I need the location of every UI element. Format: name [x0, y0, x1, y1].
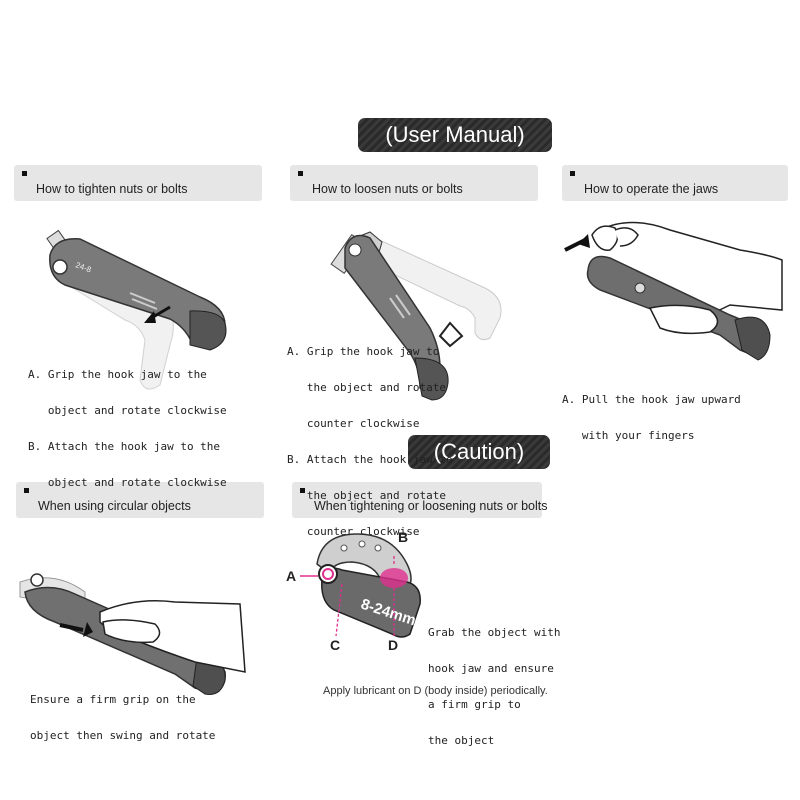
caption-line: object then swing and rotate — [30, 729, 216, 742]
panel-title-tighten: How to tighten nuts or bolts — [36, 182, 188, 196]
caption-line: hook jaw and ensure — [428, 662, 554, 675]
lubricant-note: Apply lubricant on D (body inside) perio… — [323, 685, 548, 697]
caution-banner: (Caution) — [408, 435, 550, 469]
panel-header-operate: How to operate the jaws — [562, 165, 788, 201]
panel-title-loosen: How to loosen nuts or bolts — [312, 182, 463, 196]
loosen-caption: A. Grip the hook jaw to the object and r… — [287, 322, 453, 550]
bullet-icon — [22, 171, 27, 176]
panel-title-nuts-bolts: When tightening or loosening nuts or bol… — [314, 499, 548, 513]
operate-jaws-illustration — [564, 221, 783, 361]
caption-line: object and rotate clockwise — [28, 476, 227, 489]
caption-line: Ensure a firm grip on the — [30, 693, 196, 706]
circular-objects-illustration — [19, 573, 246, 695]
caption-line: A. Grip the hook jaw to the — [28, 368, 207, 381]
label-c: C — [330, 637, 340, 653]
bullet-icon — [298, 171, 303, 176]
panel-header-tighten: How to tighten nuts or bolts — [14, 165, 262, 201]
caption-line: counter clockwise — [287, 525, 420, 538]
circular-caption: Ensure a firm grip on the object then sw… — [30, 670, 215, 754]
panel-header-nuts-bolts: When tightening or loosening nuts or bol… — [292, 482, 547, 518]
tighten-caption: A. Grip the hook jaw to the object and r… — [28, 345, 227, 501]
user-manual-banner: (User Manual) — [358, 118, 552, 152]
caption-line: the object and rotate — [287, 381, 446, 394]
loosen-illustration — [330, 231, 502, 401]
bullet-icon — [24, 488, 29, 493]
user-manual-title: (User Manual) — [385, 122, 525, 147]
nuts-bolts-caption: Grab the object with hook jaw and ensure… — [428, 603, 560, 759]
caption-line: B. Attach the hook jaw to the — [28, 440, 221, 453]
caption-line: a firm grip to — [428, 698, 521, 711]
label-d: D — [388, 637, 398, 653]
caption-line: the object — [428, 734, 495, 747]
panel-title-operate: How to operate the jaws — [584, 182, 719, 196]
caption-line: B. Attach the hook jaw to — [287, 453, 453, 466]
caption-line: the object and rotate — [287, 489, 446, 502]
tighten-illustration: 24-8 — [46, 229, 227, 390]
caption-line: A. Grip the hook jaw to — [287, 345, 440, 358]
caption-line: object and rotate clockwise — [28, 404, 227, 417]
jaw-detail-diagram: 8-24mm A B C D — [286, 529, 421, 653]
caption-line: with your fingers — [562, 429, 695, 442]
label-a: A — [286, 568, 296, 584]
bullet-icon — [300, 488, 305, 493]
label-b: B — [398, 529, 408, 545]
panel-header-circular: When using circular objects — [16, 482, 264, 518]
bullet-icon — [570, 171, 575, 176]
caption-line: counter clockwise — [287, 417, 420, 430]
panel-title-circular: When using circular objects — [38, 499, 191, 513]
panel-header-loosen: How to loosen nuts or bolts — [290, 165, 538, 201]
caption-line: A. Pull the hook jaw upward — [562, 393, 741, 406]
caption-line: Grab the object with — [428, 626, 561, 639]
caution-title: (Caution) — [433, 439, 525, 464]
operate-caption: A. Pull the hook jaw upward with your fi… — [562, 370, 741, 454]
